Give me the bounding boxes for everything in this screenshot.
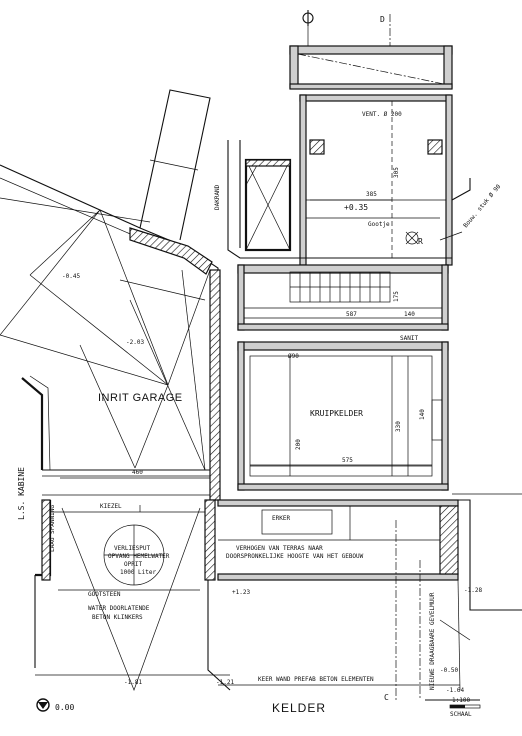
label-level: 0.00	[55, 703, 74, 712]
slope-lines	[0, 197, 211, 471]
label-sanitair: SANIT	[400, 335, 418, 342]
label-water-2: BETON KLINKERS	[92, 614, 143, 621]
label-verhogen-2: DOORSPRONKELIJKE HOOGTE VAN HET GEBOUW	[226, 553, 364, 560]
dim-r: R	[418, 237, 423, 246]
terrace	[217, 499, 459, 581]
driveway-outline	[0, 89, 221, 501]
label-ls-kabine: L.S. KABINE	[17, 467, 26, 520]
dim-175: 175	[393, 291, 400, 302]
label-vent: VENT. Ø 200	[362, 111, 402, 118]
dim-123: +1.23	[232, 589, 250, 596]
label-dakrand: DAKRAND	[214, 184, 221, 210]
label-verliesput-1: VERLIESPUT	[114, 545, 151, 552]
label-kabine-note: LAAG SPANNING	[49, 505, 56, 552]
main-volume	[299, 94, 471, 266]
dim-121: -1.21	[216, 679, 234, 686]
dim-200: 200	[295, 439, 302, 450]
dim-90: Ø90	[288, 353, 299, 360]
dim-050: -0.50	[440, 667, 458, 674]
label-bottom-note: KEER WAND PREFAB BETON ELEMENTEN	[258, 676, 374, 683]
dim-385: 385	[366, 191, 377, 198]
section-marker-top	[302, 10, 314, 26]
dim-203: -2.03	[126, 339, 144, 346]
label-water-1: WATER DOORLATENDE	[88, 605, 150, 612]
dim-305: 305	[393, 167, 400, 178]
label-inrit-garage: INRIT GARAGE	[98, 392, 183, 404]
label-vent-right: Bouw. stuk Ø 90	[462, 183, 502, 229]
dimension-lines	[60, 14, 442, 479]
dim-035: +0.35	[344, 203, 368, 212]
label-kruipkelder: KRUIPKELDER	[310, 409, 363, 418]
label-verliesput-3: OPRIT	[124, 561, 142, 568]
label-verliesput-4: 1000 Liter	[120, 569, 157, 576]
label-kiezel: KIEZEL	[100, 503, 122, 510]
dim-330: 330	[395, 421, 402, 432]
label-verliesput-2: OPVANG HEMELWATER	[108, 553, 170, 560]
label-section-c: C	[384, 693, 389, 702]
dim-128: -1.28	[464, 587, 482, 594]
label-gootje: Gootje	[368, 221, 390, 228]
dim-140: 140	[404, 311, 415, 318]
dim-045: -0.45	[62, 273, 80, 280]
top-room	[289, 45, 453, 90]
label-section-d: D	[380, 15, 385, 24]
storage-block	[227, 140, 300, 259]
dim-587: 587	[346, 311, 357, 318]
lower-driveway	[34, 499, 231, 691]
label-schaal: SCHAAL	[450, 711, 472, 718]
label-verhogen-1: VERHOGEN VAN TERRAS NAAR	[236, 545, 323, 552]
dim-140b: 140	[419, 409, 426, 420]
stair-core	[237, 264, 449, 331]
dim-460: 460	[132, 469, 143, 476]
dim-164: -1.64	[446, 687, 464, 694]
label-erker: ERKER	[272, 515, 290, 522]
label-right-note: NIEUWE DRAAGBAARE GEVELMUUR	[429, 592, 436, 690]
retaining-lines	[218, 493, 522, 701]
level-symbol-icon	[36, 698, 50, 712]
label-schaal-val: 1:100	[452, 697, 470, 704]
scale-bar	[449, 704, 481, 709]
label-goot: GOOTSTEEN	[88, 591, 121, 598]
crawl-space	[237, 341, 449, 491]
dim-181: -1.81	[124, 679, 142, 686]
label-kelder: KELDER	[272, 701, 326, 715]
dim-575: 575	[342, 457, 353, 464]
